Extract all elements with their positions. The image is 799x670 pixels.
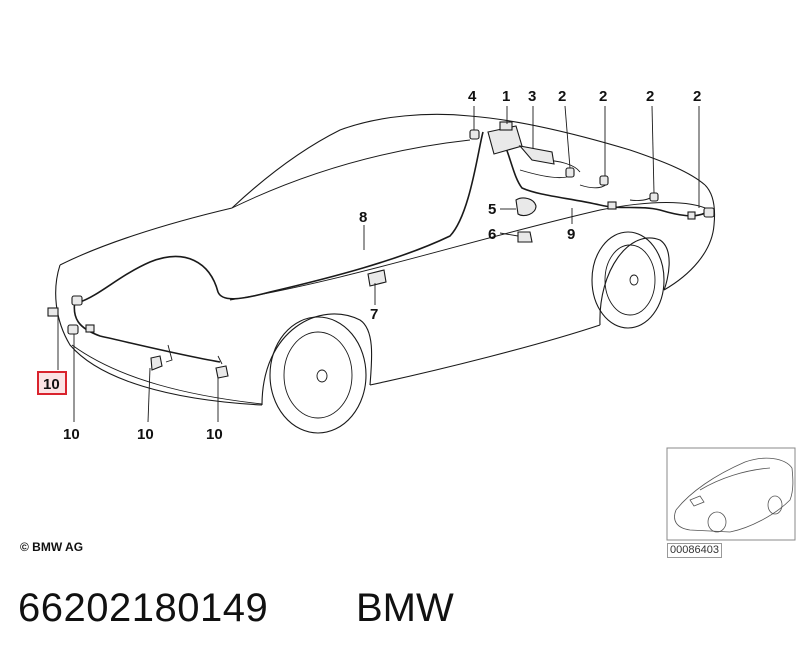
- switch-7: [367, 269, 387, 287]
- callout-10-highlight-box: [37, 371, 67, 395]
- grommet-6: [517, 231, 533, 243]
- callout-2: 2: [693, 88, 701, 105]
- callout-10: 10: [63, 426, 80, 443]
- control-unit: [487, 121, 523, 155]
- callout-8: 8: [359, 209, 367, 226]
- brand-name: BMW: [356, 586, 454, 630]
- part-number: 66202180149: [18, 586, 269, 630]
- buzzer-5: [515, 197, 537, 217]
- callout-9: 9: [567, 226, 575, 243]
- front-sensor-harness: [73, 299, 221, 363]
- front-wheel: [269, 316, 367, 434]
- callout-10: 10: [137, 426, 154, 443]
- callout-2: 2: [646, 88, 654, 105]
- front-sensor-parts: [47, 295, 229, 379]
- leader-lines: [57, 105, 700, 423]
- copyright-label: © BMW AG: [20, 540, 84, 554]
- thumbnail-image-id: 00086403: [667, 543, 722, 558]
- callout-10-highlighted: 10: [43, 376, 60, 393]
- callout-5: 5: [488, 201, 496, 218]
- overview-thumbnail: [666, 447, 796, 541]
- callout-7: 7: [370, 306, 378, 323]
- callout-1: 1: [502, 88, 510, 105]
- callouts: 4 1 3 2 2 2 2 8 5 6 9 7 10 10 10 10: [37, 88, 701, 443]
- callout-6: 6: [488, 226, 496, 243]
- bracket-3: [518, 145, 555, 165]
- callout-2: 2: [558, 88, 566, 105]
- callout-3: 3: [528, 88, 536, 105]
- callout-10: 10: [206, 426, 223, 443]
- rear-wheel: [591, 231, 665, 329]
- rear-sensor-parts: [469, 129, 715, 220]
- callout-4: 4: [468, 88, 477, 105]
- wheel-arch-trim: [79, 131, 484, 303]
- callout-2: 2: [599, 88, 607, 105]
